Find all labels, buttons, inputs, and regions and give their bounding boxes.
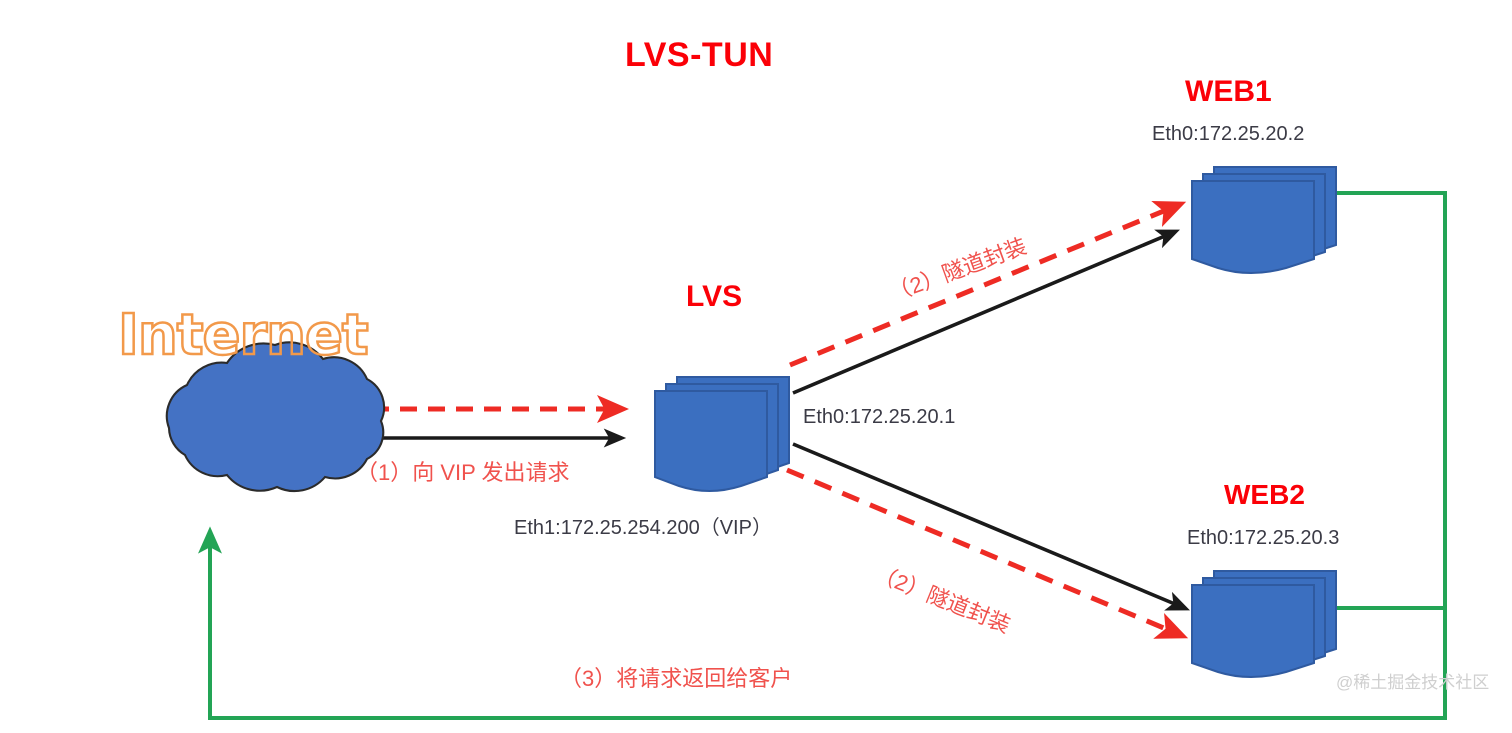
page-title: LVS-TUN <box>625 36 774 74</box>
web1-label: WEB1 <box>1185 75 1272 108</box>
server-stack-icon-lvs <box>654 376 790 492</box>
flow-label-step2-web1: （2）隧道封装 <box>885 233 1030 307</box>
lvs-eth0-ip: Eth0:172.25.20.1 <box>803 406 956 428</box>
flow-label-step3: （3）将请求返回给客户 <box>560 666 793 691</box>
web2-label: WEB2 <box>1224 479 1305 510</box>
arrow-lvs-to-web2-solid <box>792 442 1190 611</box>
server-stack-icon-web2 <box>1191 570 1337 678</box>
arrow-lvs-to-web1-dashed <box>789 201 1187 368</box>
flow-label-step2-web2: （2）隧道封装 <box>870 560 1014 638</box>
lvs-eth1-vip: Eth1:172.25.254.200（VIP） <box>514 517 772 539</box>
web1-eth0-ip: Eth0:172.25.20.2 <box>1152 123 1305 145</box>
web2-eth0-ip: Eth0:172.25.20.3 <box>1187 527 1340 549</box>
arrow-web1-return-green <box>1335 191 1447 608</box>
lvs-label: LVS <box>686 280 743 313</box>
arrow-return-to-internet-green <box>197 526 1447 720</box>
watermark: @稀土掘金技术社区 <box>1336 673 1490 692</box>
server-stack-icon-web1 <box>1191 166 1337 274</box>
internet-label: Internet <box>117 302 370 370</box>
flow-label-step1: （1）向 VIP 发出请求 <box>356 460 570 485</box>
